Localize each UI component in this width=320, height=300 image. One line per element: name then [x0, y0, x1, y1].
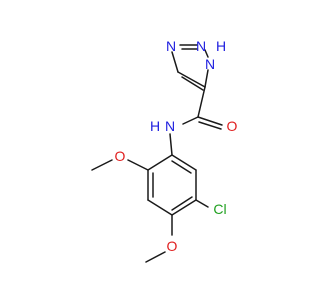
atom-amide-n: N	[165, 118, 175, 134]
atom-methoxy-o-top: O	[115, 148, 126, 164]
atom-n-ring-2: N	[196, 38, 206, 54]
atom-h-on-n: H	[216, 38, 226, 54]
amide-bonds	[169, 86, 223, 156]
atom-methoxy-o-bottom: O	[167, 238, 178, 254]
atom-amide-h: H	[150, 118, 160, 134]
molecule-structure: N N H N H N O O Cl O	[91, 38, 238, 263]
atom-n-ring-1: N	[166, 38, 176, 54]
atom-n-ring-3: N	[205, 56, 215, 72]
atom-chlorine: Cl	[213, 201, 226, 217]
benzene-ring-bonds	[147, 154, 197, 216]
substituent-bonds	[91, 159, 209, 263]
atom-carbonyl-o: O	[227, 118, 238, 134]
triazole-ring-bonds	[171, 44, 209, 91]
